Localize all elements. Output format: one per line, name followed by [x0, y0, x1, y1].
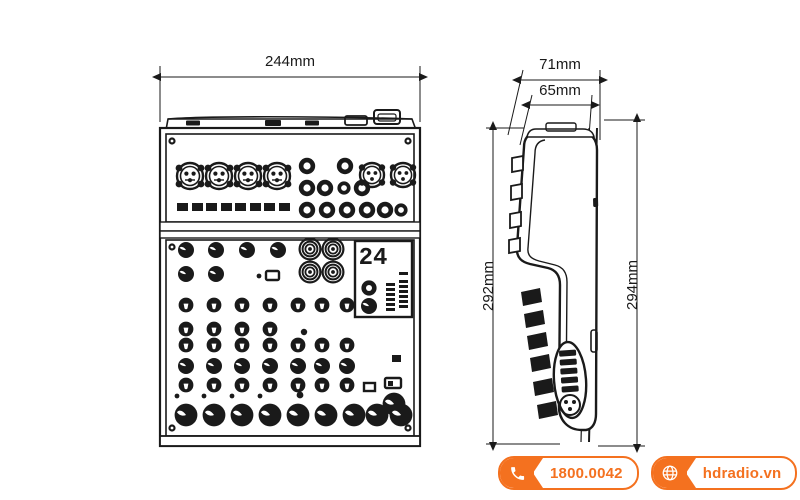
channel-leds	[174, 391, 304, 399]
dimension-label-65mm: 65mm	[539, 82, 581, 99]
front-view: 24	[158, 109, 422, 448]
indicator-led	[256, 273, 262, 279]
level-knobs	[174, 403, 413, 427]
website-badge[interactable]: hdradio.vn	[650, 456, 798, 490]
dimension-294mm: 294mm	[598, 113, 645, 453]
dimension-244mm: 244mm	[152, 53, 428, 122]
dimension-label-292mm: 292mm	[480, 261, 497, 311]
website-label: hdradio.vn	[702, 464, 782, 482]
side-view	[508, 122, 599, 443]
dimension-65mm: 65mm	[519, 82, 600, 151]
phone-number-label: 1800.0042	[550, 464, 623, 482]
dimension-292mm: 292mm	[480, 121, 560, 451]
dimension-label-294mm: 294mm	[624, 260, 641, 310]
phone-badge[interactable]: 1800.0042	[498, 456, 639, 490]
globe-icon	[652, 458, 696, 488]
eq-knob-rows	[178, 297, 355, 393]
footer-contact-badges: 1800.0042 hdradio.vn	[498, 456, 798, 490]
side-connectors	[508, 154, 524, 255]
pad-switches	[177, 203, 290, 211]
side-bottom-xlr	[552, 340, 588, 420]
display-value: 24	[359, 245, 388, 272]
dimension-label-71mm: 71mm	[539, 56, 581, 73]
phone-icon	[500, 458, 543, 488]
dimension-71mm: 71mm	[507, 56, 608, 140]
side-protruding-knobs	[521, 288, 558, 419]
dimension-label-244mm: 244mm	[265, 53, 315, 70]
segment-display-module: 24	[353, 239, 414, 319]
